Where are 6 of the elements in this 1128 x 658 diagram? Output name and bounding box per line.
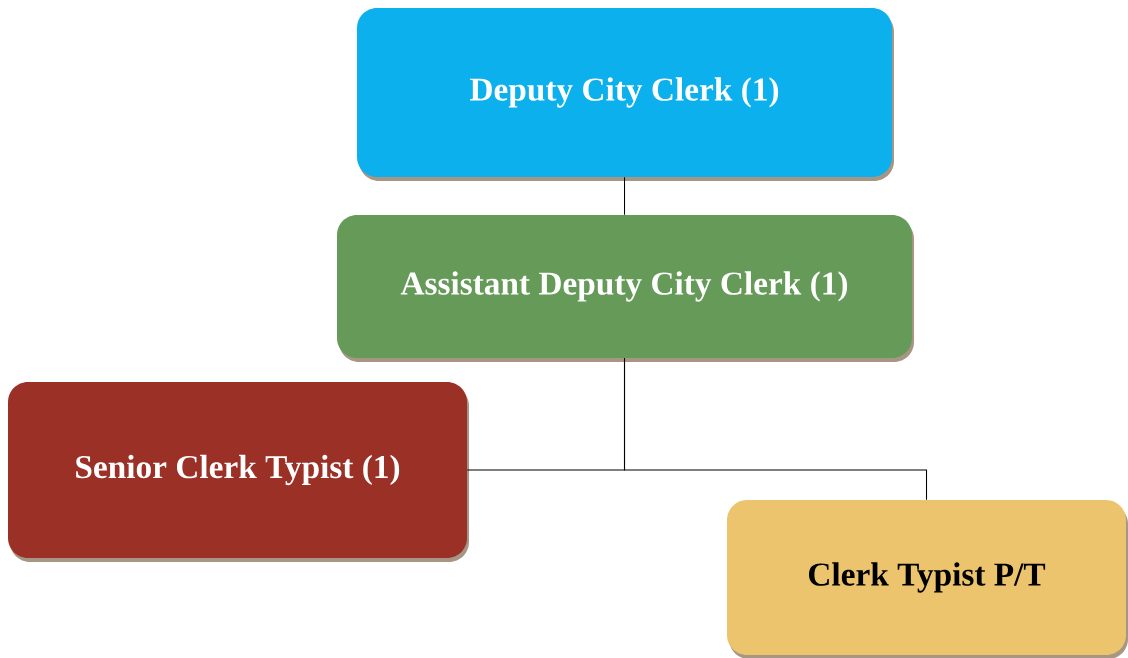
connector-line [623, 357, 928, 501]
org-box: Clerk Typist P/T [727, 500, 1128, 658]
org-box: Senior Clerk Typist (1) [8, 382, 469, 562]
connector-line [623, 176, 626, 216]
org-box: Deputy City Clerk (1) [357, 8, 894, 181]
org-box: Assistant Deputy City Clerk (1) [337, 215, 914, 362]
